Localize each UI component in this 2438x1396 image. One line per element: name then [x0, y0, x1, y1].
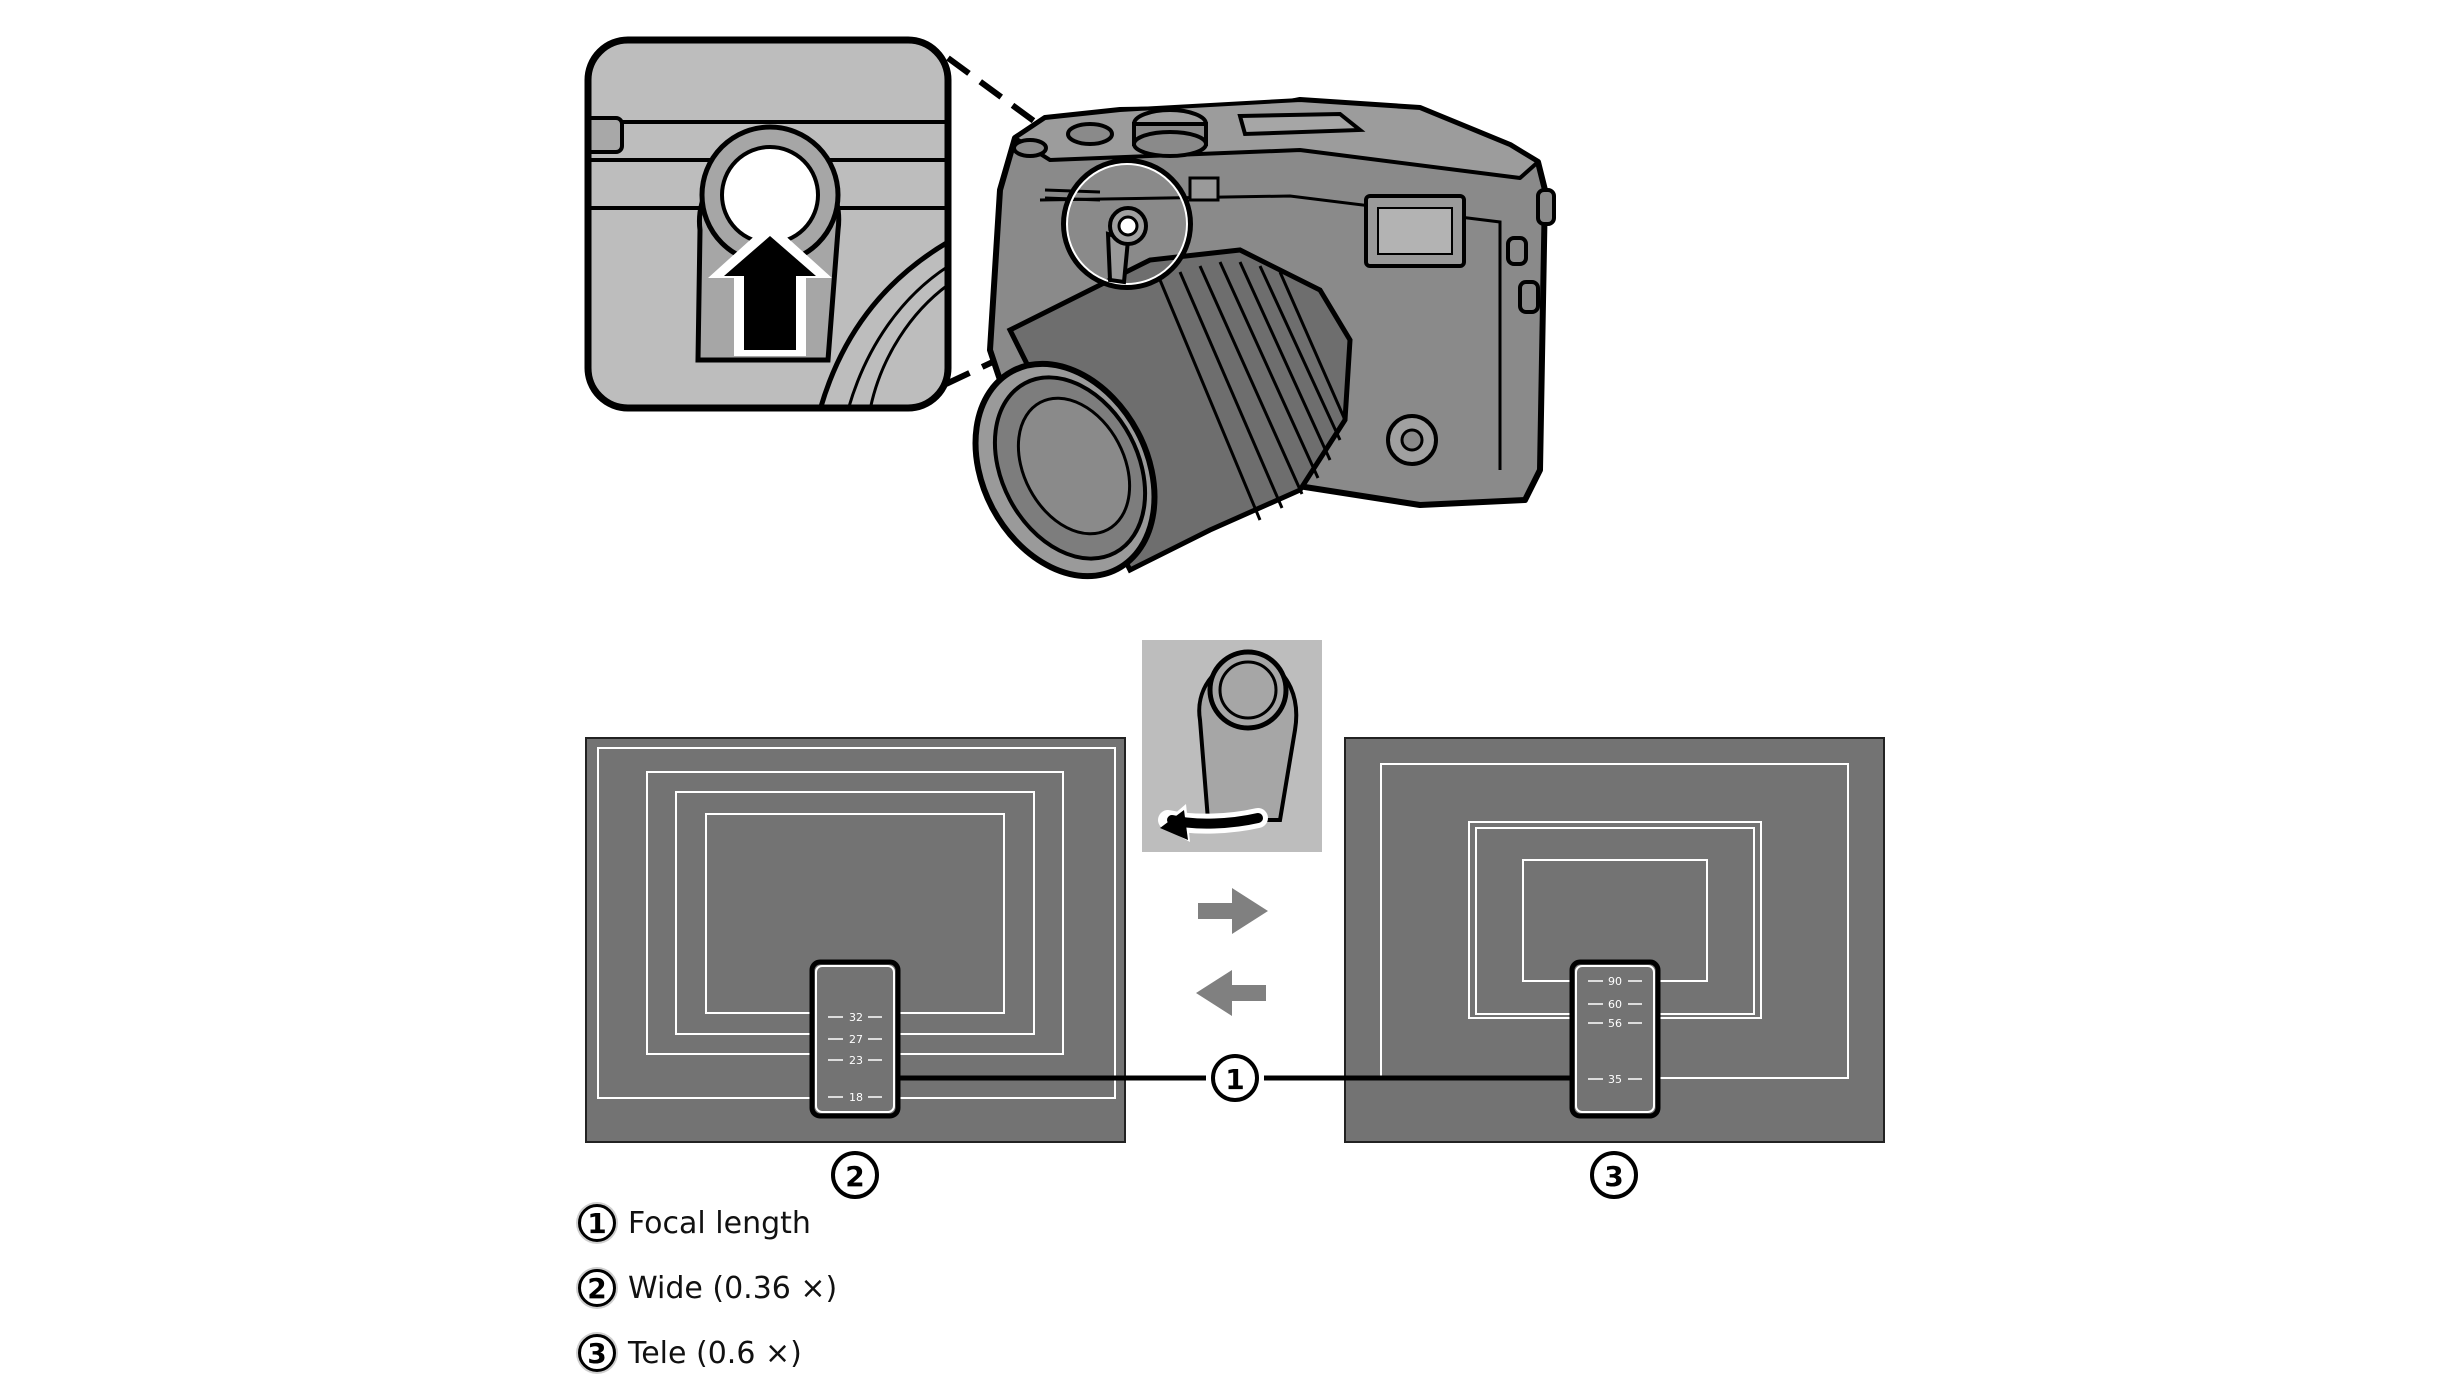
callout-wide: 2: [831, 1151, 879, 1199]
switch-right-arrow: [1198, 888, 1268, 934]
legend-label: Wide (0.36 ×): [628, 1270, 838, 1306]
svg-text:3: 3: [1604, 1160, 1623, 1193]
legend-label: Tele (0.6 ×): [628, 1335, 802, 1371]
wide-scale-mark: 18: [849, 1091, 863, 1104]
legend-number-badge: 1: [578, 1204, 616, 1242]
tele-scale-mark: 35: [1608, 1073, 1622, 1086]
lever-inset: [584, 36, 952, 412]
callout-tele: 3: [1590, 1151, 1638, 1199]
switch-left-arrow: [1196, 970, 1266, 1016]
legend-number-badge: 2: [578, 1269, 616, 1307]
tele-scale-mark: 60: [1608, 998, 1622, 1011]
legend-item-focal-length: 1 Focal length: [578, 1199, 837, 1247]
svg-text:2: 2: [845, 1160, 864, 1193]
camera-illustration: [944, 55, 1556, 580]
switch-lever-detail: [1142, 640, 1322, 852]
svg-text:1: 1: [1225, 1063, 1244, 1096]
wide-viewfinder-screen: 32 27 23 18: [585, 737, 1126, 1143]
tele-focal-scale: [1569, 959, 1661, 1119]
wide-scale-mark: 23: [849, 1054, 863, 1067]
legend-item-tele: 3 Tele (0.6 ×): [578, 1329, 837, 1377]
legend-label: Focal length: [628, 1205, 811, 1241]
tele-scale-mark: 56: [1608, 1017, 1622, 1030]
legend-number-badge: 3: [578, 1334, 616, 1372]
legend-item-wide: 2 Wide (0.36 ×): [578, 1264, 837, 1312]
tele-scale-mark: 90: [1608, 975, 1622, 988]
wide-scale-mark: 32: [849, 1011, 863, 1024]
callout-focal-length: 1: [1211, 1054, 1259, 1102]
legend: 1 Focal length 2 Wide (0.36 ×) 3 Tele (0…: [578, 1199, 837, 1394]
wide-scale-mark: 27: [849, 1033, 863, 1046]
wide-focal-scale: [809, 959, 901, 1119]
tele-viewfinder-screen: 90 60 56 35: [1344, 737, 1885, 1143]
